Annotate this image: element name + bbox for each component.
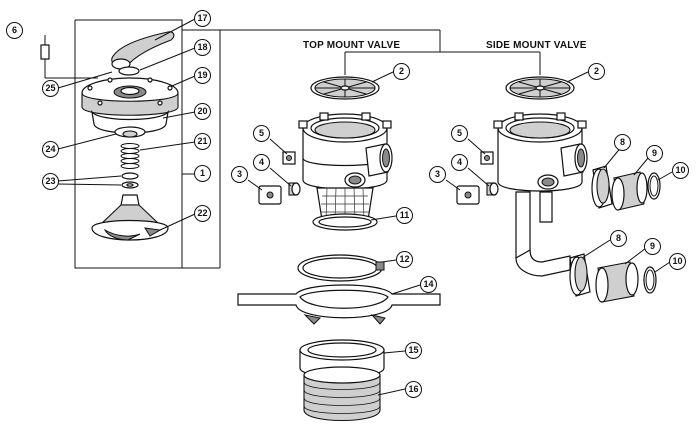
top-mount-gauge-parts [258, 151, 301, 205]
callout-8-lower: 8 [610, 230, 627, 247]
callout-8-upper: 8 [614, 134, 631, 151]
valve-assembly-frame [74, 19, 541, 269]
callout-3-side-mount: 3 [429, 166, 446, 183]
part-24-washer [122, 130, 138, 138]
callout-18: 18 [194, 39, 211, 56]
callout-9-lower: 9 [644, 238, 661, 255]
top-mount-heading: TOP MOUNT VALVE [303, 40, 401, 51]
part-14-bracket [237, 284, 441, 325]
callout-1: 1 [194, 165, 211, 182]
callout-23: 23 [42, 173, 59, 190]
callout-14: 14 [420, 276, 437, 293]
callout-12: 12 [396, 251, 413, 268]
part-16-threaded-adapter [303, 366, 381, 421]
callout-5-top-mount: 5 [253, 125, 270, 142]
callout-11: 11 [396, 207, 413, 224]
part-2-lateral-top-mount [310, 76, 380, 100]
top-mount-valve-body [298, 112, 393, 190]
callout-25: 25 [42, 80, 59, 97]
callout-5-side-mount: 5 [451, 125, 468, 142]
part-21-spring [120, 143, 140, 169]
part-17-handle [111, 31, 175, 70]
callout-6: 6 [6, 22, 23, 39]
side-mount-gauge-parts [456, 151, 499, 205]
part-2-lateral-side-mount [505, 76, 575, 100]
callout-2-side-mount: 2 [588, 63, 605, 80]
callout-4-side-mount: 4 [451, 154, 468, 171]
callout-20: 20 [194, 103, 211, 120]
part-18-washer [118, 66, 140, 76]
part-11-basket [312, 187, 378, 231]
side-mount-valve-body [493, 112, 588, 277]
part-23-washers [121, 172, 139, 189]
callout-10-upper: 10 [672, 162, 689, 179]
lower-union-parts [569, 253, 657, 303]
callout-10-lower: 10 [669, 253, 686, 270]
callout-19: 19 [194, 67, 211, 84]
callout-24: 24 [42, 141, 59, 158]
callout-17: 17 [194, 10, 211, 27]
side-mount-heading: SIDE MOUNT VALVE [486, 40, 587, 51]
callout-3-top-mount: 3 [231, 166, 248, 183]
callout-22: 22 [194, 205, 211, 222]
leader-lines [57, 18, 673, 396]
callout-21: 21 [194, 133, 211, 150]
callout-15: 15 [405, 342, 422, 359]
part-22-diverter [91, 194, 169, 241]
part-12-clamp [297, 254, 385, 282]
upper-union-parts [591, 165, 661, 211]
part-6-key [40, 35, 98, 79]
callout-4-top-mount: 4 [253, 154, 270, 171]
callout-2-top-mount: 2 [393, 63, 410, 80]
part-19-valve-cover [81, 77, 179, 116]
callout-9-upper: 9 [646, 145, 663, 162]
callout-16: 16 [405, 381, 422, 398]
